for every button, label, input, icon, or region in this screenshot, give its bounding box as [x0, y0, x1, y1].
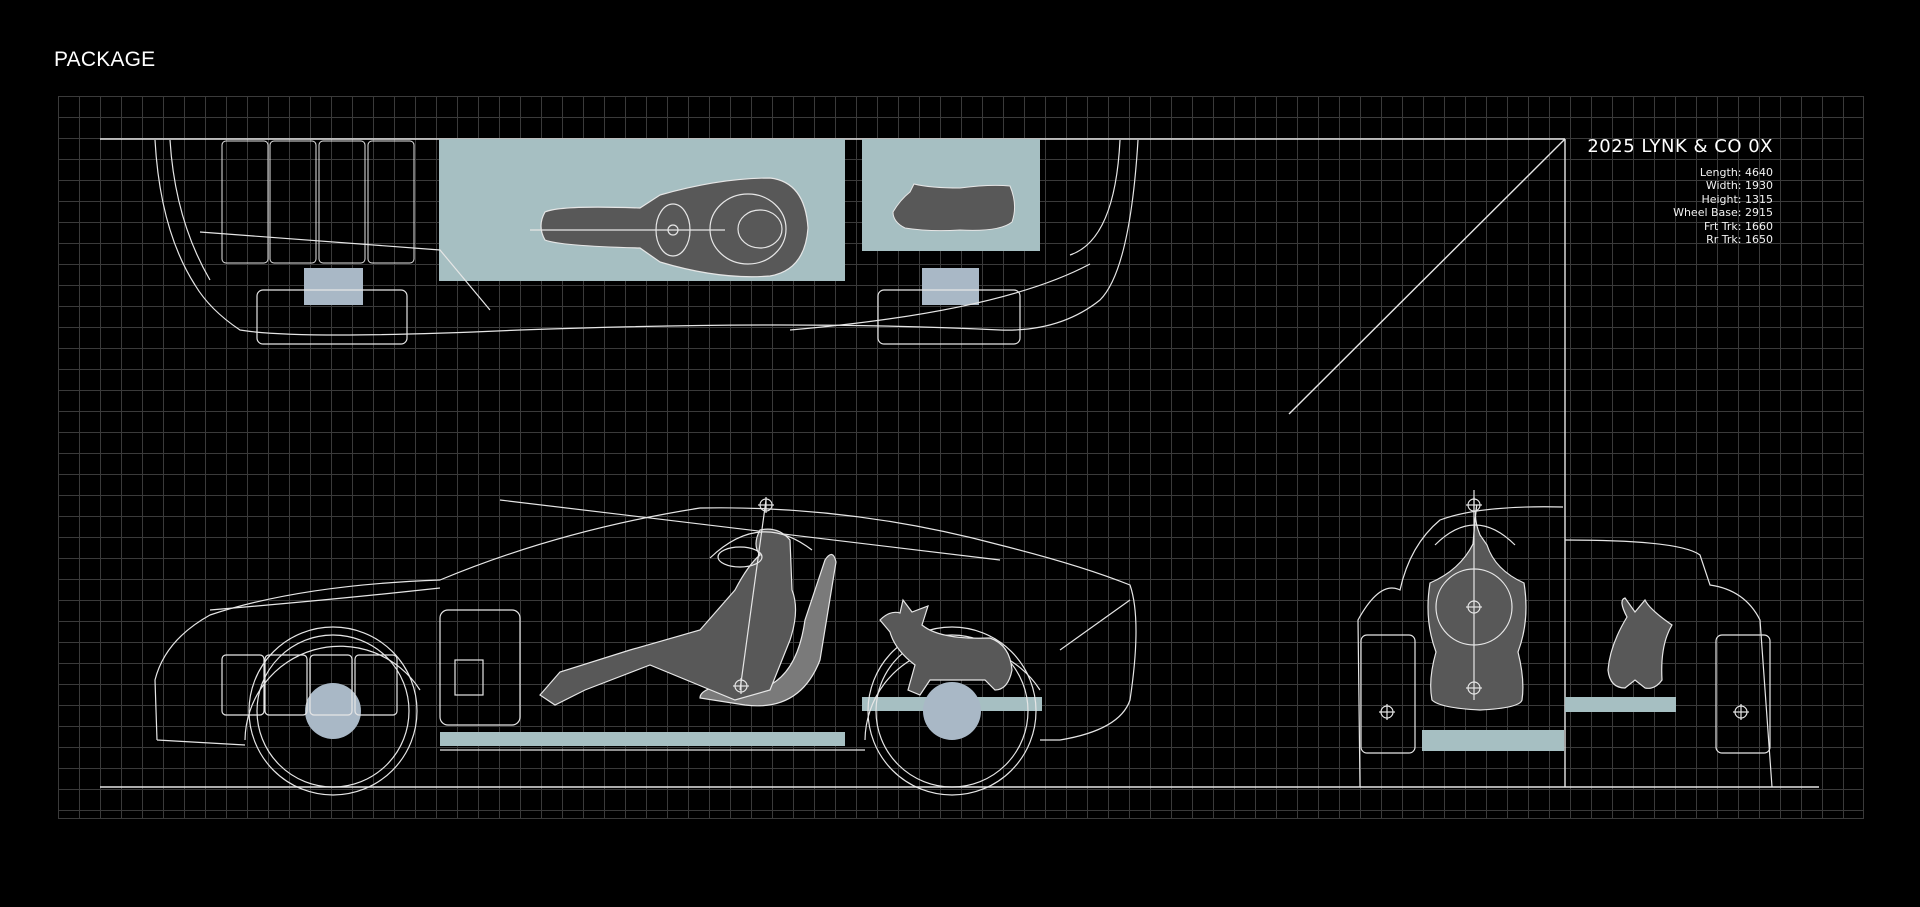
frunk-luggage [439, 609, 521, 726]
front-luggage-side [221, 654, 398, 716]
section-floor-fill-right [1565, 697, 1676, 712]
spec-front-track: Frt Trk: 1660 [1703, 219, 1773, 233]
section-floor-fill-left [1422, 730, 1564, 751]
side-view [154, 499, 1137, 796]
top-view [154, 139, 1139, 345]
dog-side-silhouette [879, 598, 1013, 696]
spec-sheet: 2025 LYNK & CO 0X Length: 4640 Width: 19… [1587, 136, 1773, 246]
rear-wheel-hub [923, 682, 981, 740]
front-wheel-hub [305, 683, 361, 739]
dog-rear-silhouette [1607, 597, 1673, 689]
luggage-top [221, 140, 415, 264]
driver-side-silhouette [539, 528, 797, 706]
front-wheel-top-fill [304, 268, 363, 305]
spec-height: Height: 1315 [1701, 192, 1773, 206]
diagonal-reference-line [1288, 138, 1566, 415]
left-tire-section [1360, 634, 1416, 754]
helmet-arc [709, 531, 813, 559]
driver-top-silhouette [540, 177, 809, 278]
section-body-right [1564, 539, 1773, 788]
dog-top-silhouette [892, 183, 1016, 232]
spec-rear-track: Rr Trk: 1650 [1706, 233, 1773, 247]
rear-tire [875, 634, 1029, 788]
spec-wheel-base: Wheel Base: 2915 [1673, 206, 1773, 220]
right-tire-section [1715, 634, 1771, 754]
page-title: PACKAGE [54, 48, 156, 71]
spec-length: Length: 4640 [1699, 166, 1773, 179]
body-profile [154, 507, 1137, 751]
model-title: 2025 LYNK & CO 0X [1587, 136, 1773, 157]
driver-seat [699, 553, 837, 707]
spec-width: Width: 1930 [1705, 179, 1773, 193]
reference-crosshairs [667, 224, 1749, 720]
section-body-left [1357, 506, 1564, 788]
body-outline-top [154, 139, 1139, 345]
floor-battery-fill [440, 732, 845, 746]
front-tire [256, 634, 410, 788]
rear-wheel-top-fill [922, 268, 979, 305]
